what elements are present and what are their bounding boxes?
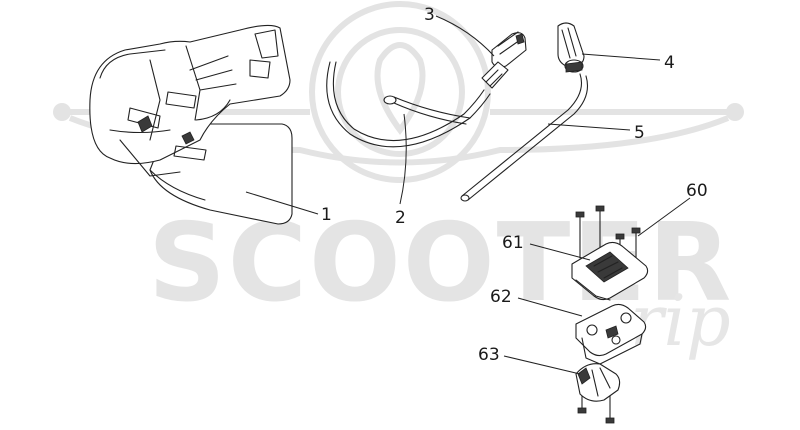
callout-1: 1 bbox=[321, 205, 332, 225]
bolt bbox=[575, 211, 585, 259]
callout-61: 61 bbox=[502, 233, 524, 253]
callout-60: 60 bbox=[686, 181, 708, 201]
bolt bbox=[631, 227, 641, 259]
callout-3: 3 bbox=[424, 5, 435, 25]
callout-5: 5 bbox=[634, 123, 645, 143]
callout-2: 2 bbox=[395, 208, 406, 228]
part-1-bag bbox=[89, 24, 293, 225]
leader-lines bbox=[245, 15, 691, 375]
callout-62: 62 bbox=[490, 287, 512, 307]
part-61-upper-clamp bbox=[571, 241, 649, 301]
callout-4: 4 bbox=[664, 53, 675, 73]
callout-63: 63 bbox=[478, 345, 500, 365]
part-2-hose bbox=[326, 61, 491, 148]
part-62-lower-clamp bbox=[575, 303, 647, 365]
part-63-bracket bbox=[575, 363, 621, 402]
part-4-right-grip bbox=[557, 22, 585, 73]
watermark-script-text: rip bbox=[630, 280, 731, 362]
part-5-tube bbox=[460, 73, 589, 202]
part-3-left-grip bbox=[481, 31, 527, 89]
callout-labels: 1 2 3 4 5 60 61 62 63 bbox=[321, 5, 708, 365]
bolt bbox=[605, 391, 615, 424]
